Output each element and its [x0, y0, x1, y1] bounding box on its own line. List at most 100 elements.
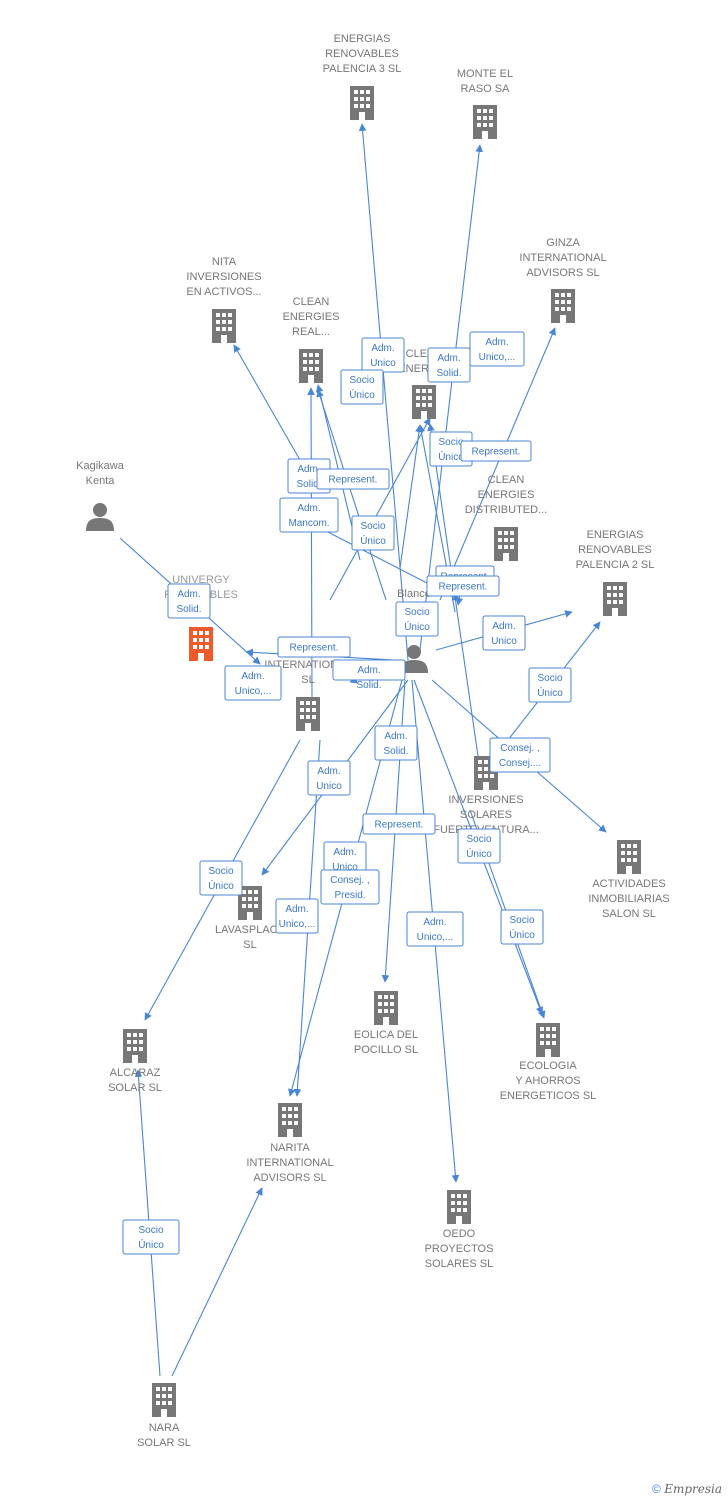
relation-label: Presid. — [334, 890, 365, 901]
node-label: REAL... — [292, 326, 330, 338]
relation-badge[interactable]: Adm.Solid. — [332, 659, 406, 691]
relation-badge-box — [279, 497, 339, 533]
relation-badge[interactable]: Represent. — [277, 636, 351, 658]
relation-badge[interactable]: Adm. Solid. — [374, 725, 418, 761]
relation-badge[interactable]: Adm.Mancom. — [279, 497, 339, 533]
node-label: SL — [301, 674, 314, 686]
relation-badge-box — [275, 898, 319, 934]
node-label: MONTE EL — [457, 68, 513, 80]
relation-badge[interactable]: Adm.Unico,... — [275, 898, 319, 934]
building-icon — [350, 86, 374, 120]
node-label: CLEAN — [488, 474, 525, 486]
relation-badge[interactable]: Consej. ,Consej.... — [489, 737, 551, 773]
relation-badge[interactable]: Represent. — [316, 468, 390, 490]
relation-edge — [316, 389, 387, 601]
relation-badge[interactable]: Consej. ,Presid. — [320, 869, 380, 905]
relation-label: Adm. — [285, 904, 308, 915]
node-label: PROYECTOS — [425, 1243, 494, 1255]
node-label: SL — [243, 939, 256, 951]
relation-badge[interactable]: Adm.Unico — [323, 841, 367, 877]
relation-badge[interactable]: Adm.Unico — [361, 337, 405, 373]
relation-badge-box — [167, 583, 211, 619]
node-label: PALENCIA 2 SL — [576, 559, 655, 571]
relation-badge-box — [500, 909, 544, 945]
relation-badge[interactable]: Adm.Unico — [482, 615, 526, 651]
relation-badge-box — [528, 667, 572, 703]
relation-badge[interactable]: Adm.Unico,... — [469, 331, 525, 367]
relation-label: Represent. — [472, 447, 521, 458]
building-icon — [617, 840, 641, 874]
relation-badge-box — [362, 813, 436, 835]
relation-label: Adm. — [333, 847, 356, 858]
node-label: POCILLO SL — [354, 1044, 418, 1056]
relation-badge[interactable]: Adm.Solid. — [427, 347, 471, 383]
relation-label: Solid. — [383, 746, 408, 757]
node-label: CLEAN — [293, 296, 330, 308]
node-label: ENERGETICOS SL — [500, 1090, 597, 1102]
node-label: RENOVABLES — [578, 544, 652, 556]
relation-label: Adm. — [384, 731, 407, 742]
node-label: SOLARES SL — [425, 1258, 493, 1270]
footer: © Empresia — [652, 1482, 722, 1496]
relation-label: Único — [349, 388, 375, 401]
node-label: ADVISORS SL — [253, 1172, 326, 1184]
relation-badge[interactable]: Adm.Unico,... — [406, 911, 464, 947]
building-icon — [603, 582, 627, 616]
relation-badge[interactable]: Represent. — [460, 440, 532, 462]
building-icon — [296, 697, 320, 731]
relation-label: Unico — [370, 358, 396, 369]
node-label: DISTRIBUTED... — [465, 504, 548, 516]
node-label: SOLAR SL — [108, 1082, 162, 1094]
node-label: ACTIVIDADES — [592, 878, 665, 890]
relation-edge — [358, 123, 409, 661]
relation-badge[interactable]: Represent. — [362, 813, 436, 835]
node-lavasplace[interactable]: LAVASPLACE SL — [215, 886, 285, 951]
node-label: INVERSIONES — [186, 271, 261, 283]
brand-logo-text[interactable]: Empresia — [664, 1482, 722, 1496]
building-icon — [212, 309, 236, 343]
relation-badge-box — [457, 828, 501, 864]
relation-label: Adm. — [485, 337, 508, 348]
relation-badge[interactable]: Adm.Unico,... — [224, 665, 282, 701]
relation-badge-box — [316, 468, 390, 490]
node-cleandist[interactable]: CLEANENERGIESDISTRIBUTED... — [465, 474, 548, 561]
relation-label: Único — [509, 928, 535, 941]
building-icon — [473, 105, 497, 139]
building-icon — [123, 1029, 147, 1063]
node-label: RENOVABLES — [325, 48, 399, 60]
relation-badge[interactable]: Represent. — [426, 575, 500, 597]
relation-label: Solid. — [176, 604, 201, 615]
relation-label: Represent. — [375, 820, 424, 831]
relation-badge[interactable]: Adm.Unico — [307, 760, 351, 796]
relation-badge-box — [489, 737, 551, 773]
node-cleanreal[interactable]: CLEANENERGIESREAL... — [283, 296, 340, 383]
node-label: GINZA — [546, 237, 580, 249]
relation-badge-box — [307, 760, 351, 796]
relation-label: Socio — [438, 437, 463, 448]
node-label: LAVASPLACE — [215, 924, 285, 936]
node-label: NITA — [212, 256, 237, 268]
relation-badge[interactable]: Adm.Solid. — [167, 583, 211, 619]
relation-label: Socio — [466, 834, 491, 845]
